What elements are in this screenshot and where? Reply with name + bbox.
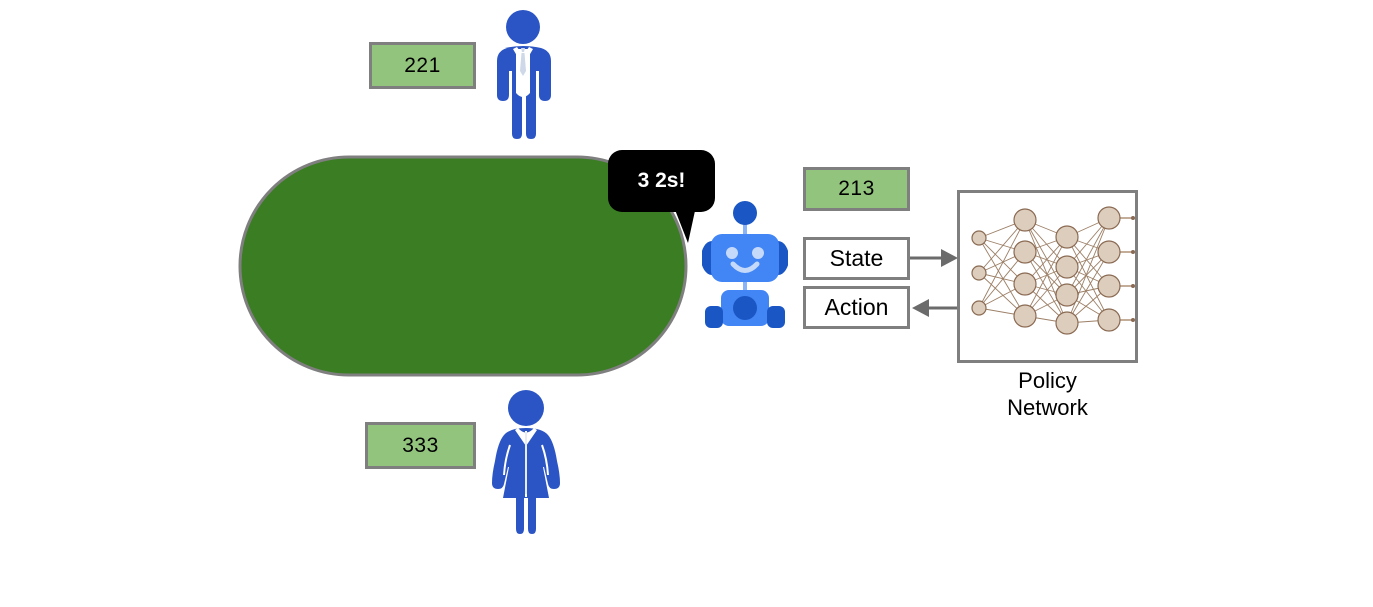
robot-chest-button bbox=[733, 296, 757, 320]
state-label: State bbox=[829, 245, 884, 271]
person-top-businessman-icon bbox=[497, 10, 551, 139]
nn-node-hidden1-2 bbox=[1013, 240, 1037, 264]
robot-head bbox=[711, 234, 779, 282]
nn-node-hidden2-2 bbox=[1055, 255, 1079, 279]
action-label: Action bbox=[824, 294, 889, 320]
robot-antenna-ball bbox=[733, 201, 757, 225]
nn-node-output-2 bbox=[1097, 240, 1121, 264]
nn-node-hidden2-4 bbox=[1055, 311, 1079, 335]
field-shape bbox=[238, 155, 688, 377]
nn-node-output-4 bbox=[1097, 308, 1121, 332]
robot-smile bbox=[730, 261, 760, 273]
nn-node-output-3 bbox=[1097, 274, 1121, 298]
policy-network-graph bbox=[971, 206, 1135, 335]
robot-neck bbox=[743, 282, 747, 292]
nn-node-hidden1-4 bbox=[1013, 304, 1037, 328]
robot-antenna-stem bbox=[743, 220, 747, 238]
nn-node-input-1 bbox=[971, 230, 987, 246]
robot-foot-left bbox=[705, 306, 723, 328]
chip-robot: 213 bbox=[803, 167, 910, 211]
chip-person-bottom: 333 bbox=[365, 422, 476, 469]
nn-output-arrowheads bbox=[1131, 216, 1135, 322]
nn-nodes bbox=[971, 206, 1121, 335]
action-box[interactable]: Action bbox=[803, 286, 910, 329]
speech-bubble-text: 3 2s! bbox=[637, 169, 686, 192]
robot-speech-bubble: 3 2s! bbox=[608, 150, 715, 212]
nn-output-arrows bbox=[1109, 217, 1133, 321]
person-bottom-businesswoman-icon bbox=[492, 390, 560, 534]
nn-node-hidden2-3 bbox=[1055, 283, 1079, 307]
robot-foot-right bbox=[767, 306, 785, 328]
nn-node-hidden1-3 bbox=[1013, 272, 1037, 296]
state-box[interactable]: State bbox=[803, 237, 910, 280]
robot-icon bbox=[702, 201, 788, 328]
chip-person-top-value: 221 bbox=[404, 53, 441, 77]
nn-node-input-3 bbox=[971, 300, 987, 316]
robot-eye-left bbox=[726, 247, 738, 259]
chip-person-bottom-value: 333 bbox=[402, 433, 439, 457]
nn-edges bbox=[978, 217, 1110, 324]
nn-node-hidden2-1 bbox=[1055, 225, 1079, 249]
policy-network-caption: Policy Network bbox=[1007, 368, 1088, 420]
state-arrow-right bbox=[910, 249, 958, 267]
action-arrow-left bbox=[912, 299, 960, 317]
robot-eye-right bbox=[752, 247, 764, 259]
chip-person-top: 221 bbox=[369, 42, 476, 89]
nn-node-input-2 bbox=[971, 265, 987, 281]
chip-robot-value: 213 bbox=[838, 177, 875, 200]
green-field bbox=[238, 155, 688, 377]
nn-node-output-1 bbox=[1097, 206, 1121, 230]
nn-node-hidden1-1 bbox=[1013, 208, 1037, 232]
